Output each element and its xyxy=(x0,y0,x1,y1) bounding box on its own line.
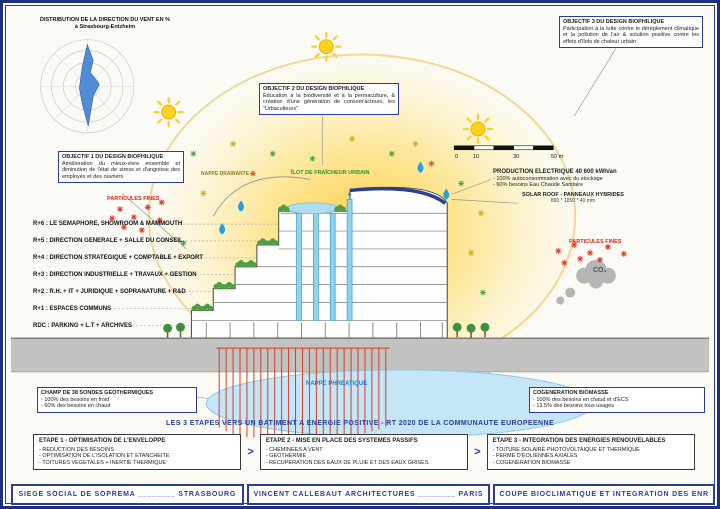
floor-label-r3: R+3 : DIRECTION INDUSTRIELLE + TRAVAUX +… xyxy=(33,272,197,278)
geothermal-line-2: - 60% des besoins en chaud xyxy=(41,403,111,410)
etape-1-title: ETAPE 1 - OPTIMISATION DE L'ENVELOPPE xyxy=(39,438,166,444)
particules-fines-left-label: PARTICULES FINES xyxy=(107,196,160,202)
scale-0: 0 xyxy=(455,154,459,160)
objective-3-body: Participation à la lutte contre le dérèg… xyxy=(563,26,699,45)
etape-1-item-2: - OPTIMISATION DE L'ISOLATION ET ETANCHE… xyxy=(39,453,170,459)
etape-2-box: ETAPE 2 - MISE EN PLACE DES SYSTEMES PAS… xyxy=(259,434,469,470)
solar-roof-label: SOLAR ROOF - PANNEAUX HYBRIDES xyxy=(522,191,624,198)
cogeneration-title: COGENERATION BIOMASSE xyxy=(533,390,609,396)
three-steps-banner: LES 3 ETAPES VERS UN BATIMENT A ENERGIE … xyxy=(165,420,555,427)
floor-label-r4: R+4 : DIRECTION STRATEGIQUE + COMPTABLE … xyxy=(33,255,203,261)
objective-1-body: Amélioration du mieux-vivre ensemble et … xyxy=(62,161,180,180)
solar-roof-panels xyxy=(349,186,447,205)
objective-2-body: Education à la biodiversité et à la perm… xyxy=(263,93,395,112)
etape-2-item-1: - CHEMINEES A VENT xyxy=(265,446,323,453)
cogeneration-line-1: - 100% des besoins en chaud et d'ECS xyxy=(533,397,629,404)
ilot-fraicheur-label: ÎLOT DE FRAÎCHEUR URBAIN xyxy=(291,170,370,176)
etape-2-item-3: - RECUPERATION DES EAUX DE PLUIE ET DES … xyxy=(265,459,429,466)
scale-30: 30 xyxy=(513,154,520,160)
etape-3-item-1: - TOITURE SOLAIRE PHOTOVOLTAIQUE ET THER… xyxy=(492,446,640,453)
co2-cloud xyxy=(556,259,616,305)
etape-3-item-3: - COGENERATION BIOMASSE xyxy=(492,459,571,466)
geothermal-probes xyxy=(216,347,390,440)
title-block-drawing-name: COUPE BIOCLIMATIQUE ET INTEGRATION DES E… xyxy=(493,484,716,505)
etape-1-item-1: - REDUCTION DES BESOINS xyxy=(39,446,114,453)
wind-rose-title-line1: DISTRIBUTION DE LA DIRECTION DU VENT EN … xyxy=(40,17,170,23)
objective-3-box: OBJECTIF 3 DU DESIGN BIOPHILIQUE Partici… xyxy=(559,16,703,48)
building-section xyxy=(190,176,448,339)
etape-1-box: ETAPE 1 - OPTIMISATION DE L'ENVELOPPE - … xyxy=(33,434,242,470)
title-block: SIEGE SOCIAL DE SOPREMA ________ STRASBO… xyxy=(11,484,716,505)
floor-label-r1: R+1 : ESPACES COMMUNS xyxy=(33,306,112,312)
roof-pond xyxy=(286,202,339,215)
cogeneration-line-2: - 13.5% des besoins tous usages xyxy=(533,403,615,410)
geothermal-title: CHAMP DE 38 SONDES GEOTHERMIQUES xyxy=(41,390,154,396)
geothermal-line-1: - 100% des besoins en froid xyxy=(41,397,110,404)
floor-label-r2: R+2 : R.H. + IT + JURIDIQUE + SOPRANATUR… xyxy=(33,289,186,295)
floor-label-r5: R+5 : DIRECTION GENERALE + SALLE DU CONS… xyxy=(33,238,183,244)
particules-fines-right-label: PARTICULES FINES xyxy=(569,239,622,245)
scale-10: 10 xyxy=(473,154,480,160)
objective-1-title: OBJECTIF 1 DU DESIGN BIOPHILIQUE xyxy=(62,154,164,160)
objective-2-title: OBJECTIF 2 DU DESIGN BIOPHILIQUE xyxy=(263,86,365,92)
wind-rose-chart xyxy=(40,39,135,134)
etape-3-item-2: - FERME D'EOLIENNES AXIALES xyxy=(492,453,578,459)
floor-label-rdc: RDC : PARKING + L.T + ARCHIVES xyxy=(33,323,133,329)
etape-3-title: ETAPE 3 - INTEGRATION DES ENERGIES RENOU… xyxy=(492,438,666,444)
etape-3-box: ETAPE 3 - INTEGRATION DES ENERGIES RENOU… xyxy=(486,434,695,470)
objective-2-box: OBJECTIF 2 DU DESIGN BIOPHILIQUE Educati… xyxy=(259,83,399,115)
etape-1-item-3: - TOITURES VEGETALES + INERTIE THERMIQUE xyxy=(39,459,167,466)
title-block-architect: VINCENT CALLEBAUT ARCHITECTURES ________… xyxy=(246,484,491,505)
wind-rose-title: DISTRIBUTION DE LA DIRECTION DU VENT EN … xyxy=(25,17,185,31)
ground-band xyxy=(10,337,710,373)
electric-production-block: PRODUCTION ELECTRIQUE 40 600 kWh/an - 10… xyxy=(493,169,653,205)
geothermal-box: CHAMP DE 38 SONDES GEOTHERMIQUES - 100% … xyxy=(37,387,197,413)
pilotis-columns xyxy=(205,322,443,339)
drainage-curve xyxy=(212,176,311,217)
etape-2-item-2: - GEOTHERMIE xyxy=(265,453,307,459)
cogeneration-box: COGENERATION BIOMASSE - 100% des besoins… xyxy=(529,387,705,413)
scale-bar xyxy=(453,145,554,151)
co2-label: CO₂ xyxy=(593,267,607,274)
etape-arrow-1: > xyxy=(247,446,254,458)
production-title: PRODUCTION ELECTRIQUE 40 600 kWh/an xyxy=(493,169,617,175)
title-block-project: SIEGE SOCIAL DE SOPREMA ________ STRASBO… xyxy=(11,484,244,505)
etape-2-title: ETAPE 2 - MISE EN PLACE DES SYSTEMES PAS… xyxy=(265,438,418,444)
production-line-1: - 100% autoconsommation avec du stockage xyxy=(493,175,603,182)
etape-arrow-2: > xyxy=(474,446,481,458)
production-line-2: - 60% besoins Eau Chaude Sanitaire xyxy=(493,182,584,188)
nappe-phreatique-label: NAPPE PHREATIQUE xyxy=(306,381,368,387)
floor-label-r6: R+6 : LE SEMAPHORE, SHOWROOM & MAMMOUTH xyxy=(33,221,183,227)
etapes-row: ETAPE 1 - OPTIMISATION DE L'ENVELOPPE - … xyxy=(33,434,695,470)
solar-roof-dimensions: 890 * 1850 * 40 mm xyxy=(550,198,596,204)
nappe-drainante-label: NAPPE DRAINANTE xyxy=(201,171,250,177)
objective-3-title: OBJECTIF 3 DU DESIGN BIOPHILIQUE xyxy=(563,19,665,25)
particle-cluster-left xyxy=(108,198,166,234)
objective-1-box: OBJECTIF 1 DU DESIGN BIOPHILIQUE Amélior… xyxy=(58,151,184,183)
wind-rose-title-line2: à Strasbourg-Entzheim xyxy=(74,24,136,30)
scale-50m: 50 m xyxy=(551,154,564,160)
